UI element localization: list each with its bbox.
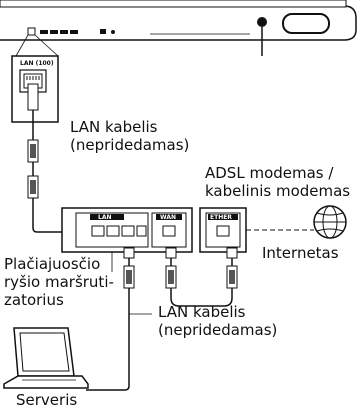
lan-cable-router-modem	[165, 247, 238, 307]
router-wan-label: WAN	[160, 214, 176, 221]
router-device: LAN WAN	[61, 207, 193, 253]
modem-label-line1: ADSL modemas /	[205, 164, 334, 182]
modem-label-line2: kabelinis modemas	[205, 182, 351, 200]
lan-port-label: LAN (100)	[20, 60, 54, 67]
cable-bottom-label-line2: (nepridedamas)	[158, 321, 278, 339]
internet-label: Internetas	[262, 244, 339, 262]
cable-top-label-line1: LAN kabelis	[70, 118, 158, 136]
cable-bottom-label-line1: LAN kabelis	[158, 303, 246, 321]
router-label-line1: Plačiajuosčio	[4, 255, 101, 273]
cable-top-label-line2: (nepridedamas)	[70, 136, 190, 154]
modem-port-label: ETHER	[210, 214, 232, 221]
front-display-icon	[282, 13, 330, 34]
player-device	[0, 0, 357, 56]
router-label-line2: ryšio maršruti-	[4, 273, 114, 291]
lan-cable-bottom	[86, 247, 152, 391]
router-lan-label: LAN	[98, 214, 112, 221]
globe-icon	[313, 205, 347, 239]
lan-port-icon	[27, 27, 36, 36]
modem-device: ETHER	[199, 207, 247, 253]
laptop-icon	[3, 327, 89, 389]
lan-port-callout: LAN (100)	[11, 34, 59, 124]
antenna-connector-icon	[257, 17, 267, 27]
server-label: Serveris	[16, 391, 78, 409]
router-label-line3: zatorius	[4, 291, 64, 309]
